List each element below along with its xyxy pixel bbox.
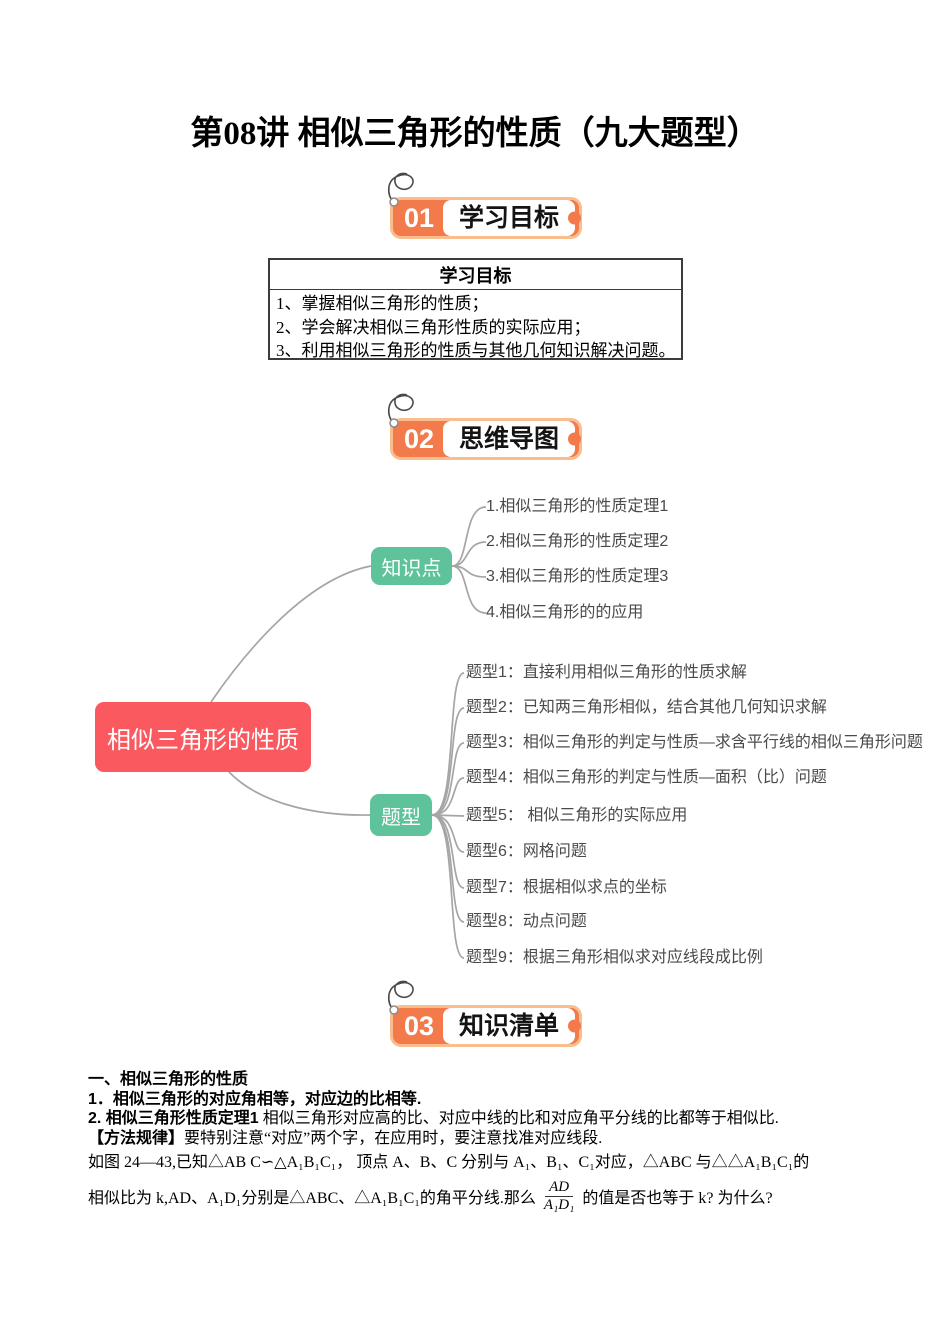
badge-number: 01 [404, 202, 435, 233]
badge-number: 02 [404, 423, 435, 454]
example-text-before-fraction: 相似比为 k,AD、A₁D₁分别是△ABC、△A₁B₁C₁的角平分线.那么 [88, 1190, 536, 1208]
badge-pill: 01 学习目标 [390, 197, 583, 239]
goals-table-header: 学习目标 [270, 260, 681, 290]
fraction-denominator: A₁D₁ [543, 1197, 575, 1213]
goal-item: 2、学会解决相似三角形性质的实际应用； [276, 317, 591, 337]
clip-squiggle-icon [388, 393, 414, 428]
badge-notch [568, 432, 582, 446]
section-badge-01: 01 学习目标 [388, 172, 583, 239]
method-rule-line: 【方法规律】要特别注意“对应”两个字，在应用时，要注意找准对应线段. [88, 1129, 888, 1149]
knowledge-leaf: 4.相似三角形的的应用 [486, 604, 644, 621]
badge-label-text: 知识清单 [459, 1012, 560, 1040]
badge-label-text: 思维导图 [459, 425, 560, 453]
section-badge-02: 02 思维导图 [388, 393, 583, 460]
badge-label-text: 学习目标 [459, 204, 560, 232]
knowledge-leaf: 2.相似三角形的性质定理2 [486, 533, 669, 550]
mindmap-branch-types: 题型 [370, 794, 432, 836]
mindmap-root-node: 相似三角形的性质 [95, 702, 311, 772]
knowledge-point-2-title: 2. 相似三角形性质定理1 [88, 1110, 259, 1127]
type-leaf: 题型6：网格问题 [466, 843, 587, 860]
badge-pill: 02 思维导图 [390, 418, 583, 460]
type-leaf: 题型1：直接利用相似三角形的性质求解 [466, 664, 747, 681]
section-badge-03: 03 知识清单 [388, 980, 583, 1047]
goal-item: 3、利用相似三角形的性质与其他几何知识解决问题。 [276, 341, 676, 360]
badge-notch [568, 1019, 582, 1033]
clip-squiggle-icon [388, 172, 414, 207]
badge-number: 03 [404, 1010, 435, 1041]
type-leaf: 题型4：相似三角形的判定与性质—面积（比）问题 [466, 769, 827, 786]
type-leaf: 题型9：根据三角形相似求对应线段成比例 [466, 949, 763, 966]
example-paragraph-line-1: 如图 24—43,已知△AB C∽△A₁B₁C₁， 顶点 A、B、C 分别与 A… [88, 1154, 810, 1171]
fraction-numerator: AD [545, 1179, 574, 1197]
goals-table: 学习目标 1、掌握相似三角形的性质； 2、学会解决相似三角形性质的实际应用； 3… [268, 258, 683, 360]
knowledge-point-1: 1．相似三角形的对应角相等，对应边的比相等. [88, 1090, 422, 1108]
knowledge-point-2-text: 相似三角形对应高的比、对应中线的比和对应角平分线的比都等于相似比. [258, 1110, 779, 1127]
example-text-after-fraction: 的值是否也等于 k? 为什么? [582, 1190, 773, 1208]
type-leaf: 题型7：根据相似求点的坐标 [466, 879, 667, 896]
badge-notch [568, 211, 582, 225]
knowledge-section: 一、相似三角形的性质 1．相似三角形的对应角相等，对应边的比相等. 2. 相似三… [88, 1070, 888, 1217]
fraction-AD-over-A1D1: AD A₁D₁ [544, 1179, 574, 1214]
badge-label: 学习目标 [443, 200, 582, 236]
goal-item: 1、掌握相似三角形的性质； [276, 294, 489, 313]
knowledge-heading: 一、相似三角形的性质 [88, 1071, 249, 1088]
type-leaf: 题型3：相似三角形的判定与性质—求含平行线的相似三角形问题 [466, 734, 923, 751]
mindmap-branch-knowledge: 知识点 [371, 547, 452, 585]
example-paragraph-line-2: 相似比为 k,AD、A₁D₁分别是△ABC、△A₁B₁C₁的角平分线.那么 AD… [88, 1179, 888, 1217]
badge-label: 思维导图 [443, 421, 582, 457]
method-rule-text: 要特别注意“对应”两个字，在应用时，要注意找准对应线段. [184, 1129, 603, 1147]
knowledge-leaf: 3.相似三角形的性质定理3 [486, 568, 669, 585]
type-leaf: 题型8：动点问题 [466, 913, 587, 930]
type-leaf: 题型5： 相似三角形的实际应用 [466, 807, 688, 824]
badge-label: 知识清单 [443, 1008, 582, 1044]
clip-squiggle-icon [388, 980, 414, 1015]
page-title: 第08讲 相似三角形的性质（九大题型） [190, 116, 760, 152]
type-leaf: 题型2：已知两三角形相似，结合其他几何知识求解 [466, 699, 827, 716]
knowledge-leaf: 1.相似三角形的性质定理1 [486, 498, 669, 515]
goals-table-body: 1、掌握相似三角形的性质； 2、学会解决相似三角形性质的实际应用； 3、利用相似… [270, 290, 681, 365]
knowledge-point-2: 2. 相似三角形性质定理1 相似三角形对应高的比、对应中线的比和对应角平分线的比… [88, 1109, 888, 1129]
badge-pill: 03 知识清单 [390, 1005, 583, 1047]
method-rule-title: 【方法规律】 [88, 1129, 185, 1147]
